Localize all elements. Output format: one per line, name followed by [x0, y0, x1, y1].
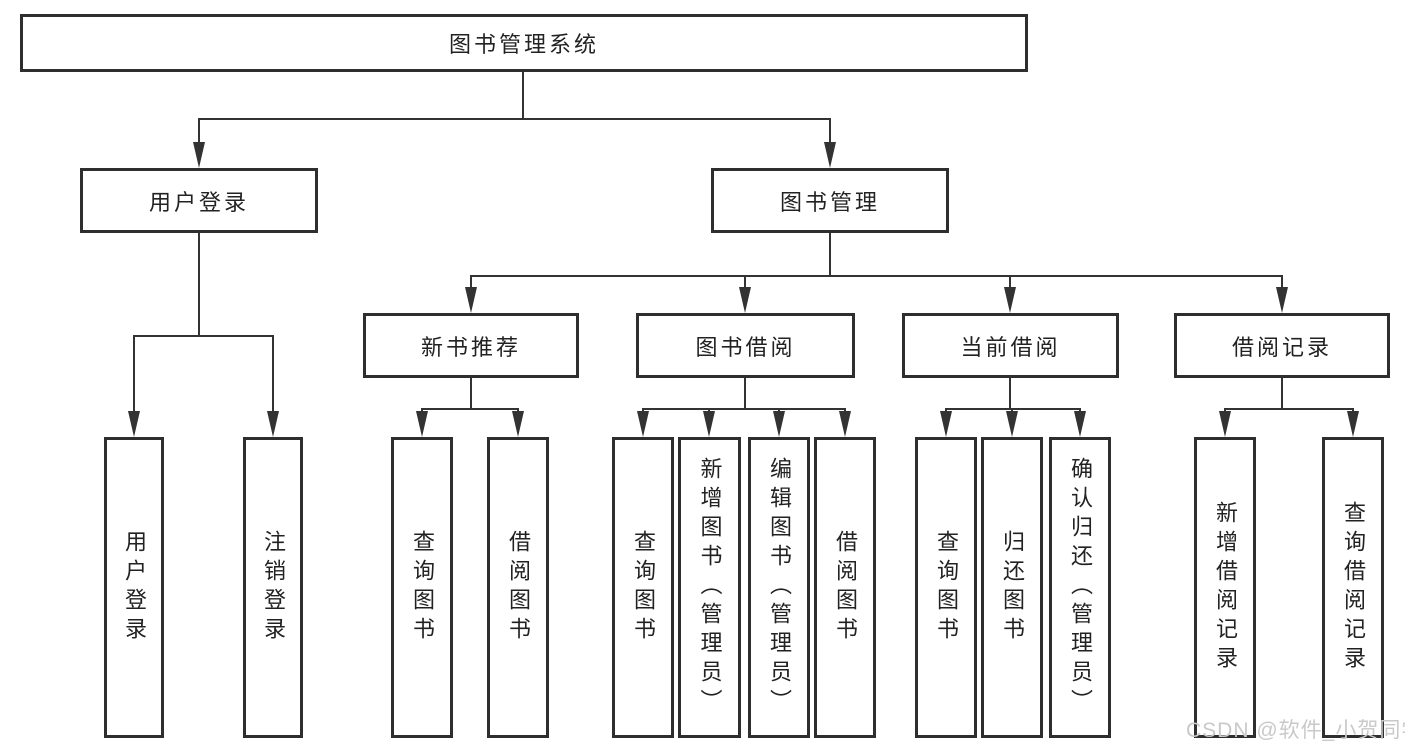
leaf-label: 查询图书 — [934, 529, 959, 646]
arrowhead — [128, 411, 140, 437]
arrowhead — [267, 411, 279, 437]
arrowhead — [416, 411, 428, 437]
arrowhead — [940, 411, 952, 437]
node-current-borrow: 当前借阅 — [902, 313, 1119, 378]
leaf-label: 新增借阅记录 — [1213, 500, 1238, 675]
leaf-label: 归还图书 — [1000, 529, 1025, 646]
leaf-label: 编辑图书（管理员） — [767, 457, 792, 718]
arrowhead — [1004, 287, 1016, 313]
connector-line — [421, 408, 519, 410]
leaf-query-books-current: 查询图书 — [915, 437, 977, 738]
connector-line — [642, 408, 846, 410]
connector-line — [470, 275, 1283, 277]
arrowhead — [193, 142, 205, 168]
node-book-borrow: 图书借阅 — [636, 313, 855, 378]
connector-line — [470, 378, 472, 409]
connector-line — [1224, 408, 1354, 410]
arrowhead — [1006, 411, 1018, 437]
leaf-label: 借阅图书 — [833, 529, 858, 646]
leaf-query-borrow-record: 查询借阅记录 — [1322, 437, 1384, 738]
connector-line — [829, 118, 831, 156]
leaf-query-books-recommend: 查询图书 — [391, 437, 453, 738]
node-user-login: 用户登录 — [80, 168, 318, 233]
leaf-add-book-admin: 新增图书（管理员） — [678, 437, 741, 738]
node-new-book-recommend: 新书推荐 — [363, 313, 579, 378]
connector-line — [133, 335, 274, 337]
arrowhead — [1219, 411, 1231, 437]
arrowhead — [637, 411, 649, 437]
arrowhead — [703, 411, 715, 437]
arrowhead — [773, 411, 785, 437]
leaf-borrow-books: 借阅图书 — [814, 437, 876, 738]
connector-line — [522, 71, 524, 119]
leaf-label: 新增图书（管理员） — [697, 457, 723, 718]
leaf-label: 借阅图书 — [506, 529, 531, 646]
arrowhead — [739, 287, 751, 313]
arrowhead — [1074, 411, 1086, 437]
node-book-management: 图书管理 — [711, 168, 949, 233]
arrowhead — [465, 287, 477, 313]
connector-line — [198, 118, 200, 156]
leaf-query-books-borrow: 查询图书 — [612, 437, 674, 738]
node-borrow-records: 借阅记录 — [1174, 313, 1390, 378]
connector-line — [272, 335, 274, 420]
arrowhead — [512, 411, 524, 437]
arrowhead — [839, 411, 851, 437]
leaf-borrow-books-recommend: 借阅图书 — [487, 437, 549, 738]
connector-line — [829, 233, 831, 276]
connector-line — [133, 335, 135, 420]
connector-line — [1009, 378, 1011, 409]
leaf-label: 查询图书 — [410, 529, 435, 646]
leaf-edit-book-admin: 编辑图书（管理员） — [748, 437, 810, 738]
leaf-label: 查询借阅记录 — [1341, 500, 1366, 675]
leaf-label: 查询图书 — [631, 529, 656, 646]
leaf-return-book: 归还图书 — [981, 437, 1043, 738]
connector-line — [198, 233, 200, 336]
connector-line — [744, 378, 746, 409]
leaf-label: 用户登录 — [122, 529, 147, 646]
arrowhead — [824, 142, 836, 168]
node-root: 图书管理系统 — [20, 14, 1028, 72]
leaf-logout: 注销登录 — [243, 437, 303, 738]
arrowhead — [1347, 411, 1359, 437]
connector-line — [945, 408, 1081, 410]
leaf-label: 注销登录 — [261, 529, 286, 646]
leaf-label: 确认归还（管理员） — [1068, 457, 1093, 718]
csdn-watermark: CSDN @软件_小贺同学 — [1186, 719, 1405, 742]
leaf-confirm-return-admin: 确认归还（管理员） — [1049, 437, 1111, 738]
connector-line — [198, 118, 831, 120]
connector-line — [1281, 378, 1283, 409]
leaf-user-login: 用户登录 — [104, 437, 164, 738]
leaf-add-borrow-record: 新增借阅记录 — [1194, 437, 1256, 738]
arrowhead — [1276, 287, 1288, 313]
